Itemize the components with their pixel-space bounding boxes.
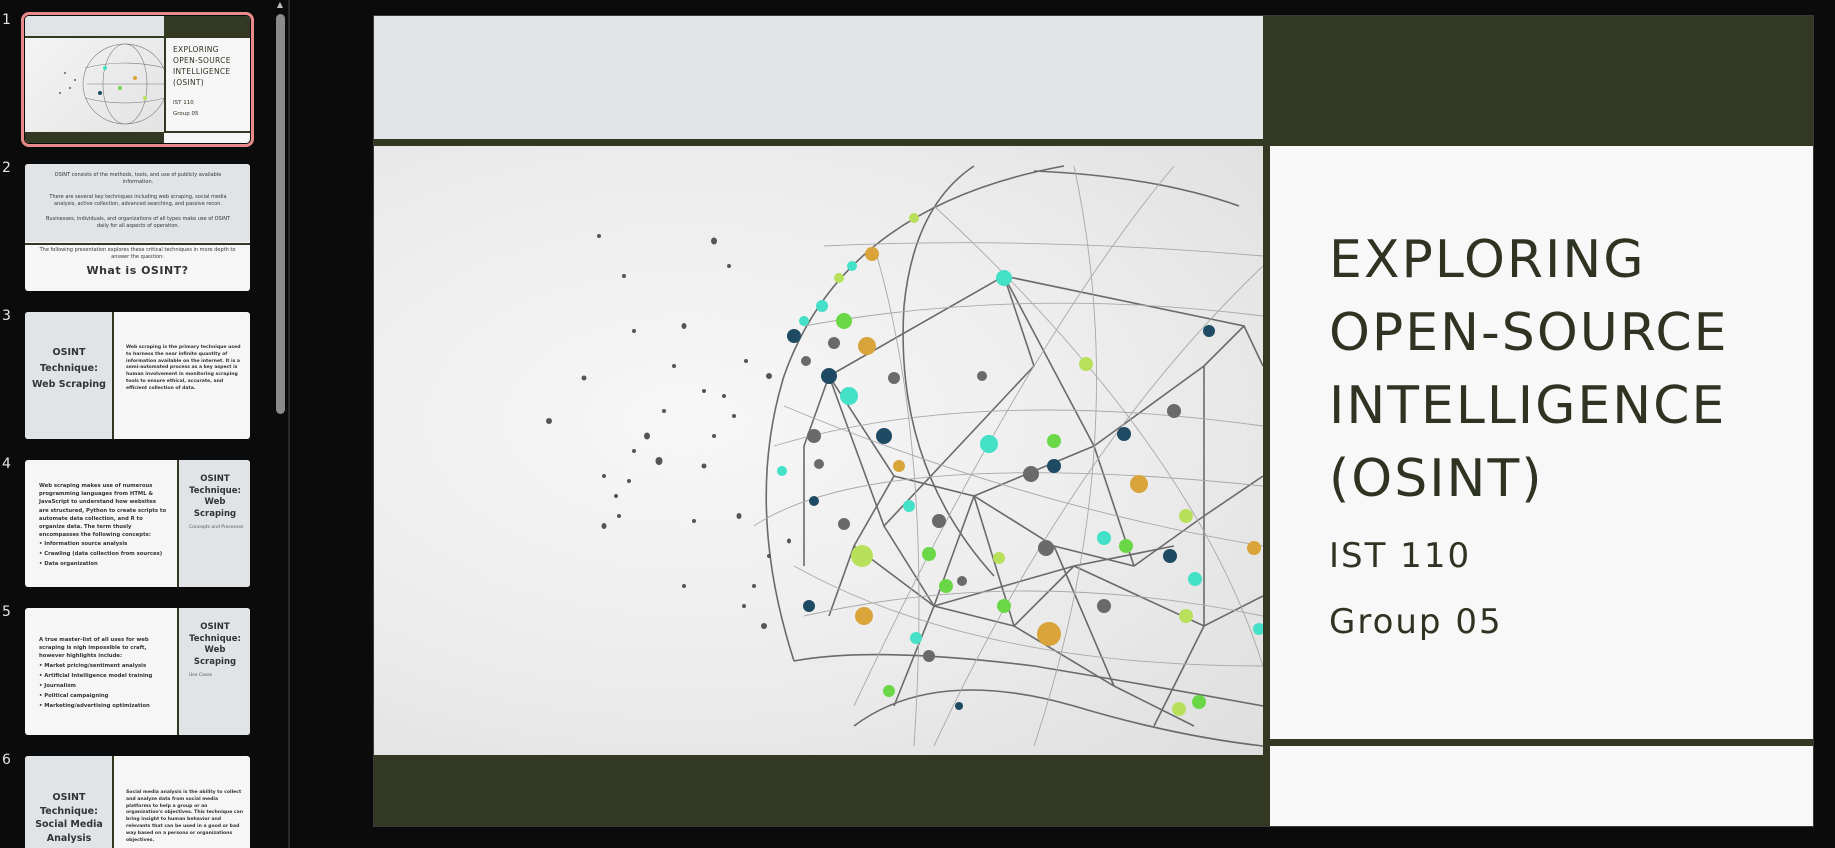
- thumbnail-number: 5: [2, 604, 11, 620]
- header-block-dark: [1263, 16, 1813, 146]
- thumbnail-title: What is OSINT?: [86, 264, 189, 277]
- globe-image: [25, 38, 168, 132]
- bullet-item: • Journalism: [39, 683, 76, 689]
- thumbnail-paragraph: There are several key techniques includi…: [49, 194, 227, 207]
- title-panel: [179, 608, 250, 735]
- thumbnail-title: OSINT Technique: Web Scraping: [189, 622, 241, 667]
- divider: [25, 36, 250, 38]
- title-panel: [25, 312, 112, 439]
- header-band-dark: [164, 16, 250, 36]
- scrollbar-thumb[interactable]: [276, 14, 285, 414]
- divider: [164, 36, 166, 132]
- thumbnail-title: OSINT Technique: Web Scraping: [32, 347, 106, 390]
- bullet-item: • Artificial Intelligence model training: [39, 673, 153, 679]
- thumbnail-title: OSINT Technique: Web Scraping: [189, 474, 241, 519]
- bullet-item: • Data organization: [39, 561, 98, 567]
- bullet-item: • Information source analysis: [39, 541, 128, 547]
- vertical-divider: [1263, 146, 1270, 755]
- network-globe-image[interactable]: [374, 146, 1263, 755]
- thumbnail-group: Group 05: [173, 111, 199, 117]
- divider: [164, 131, 250, 133]
- thumbnail-body: Social media analysis is the ability to …: [126, 790, 244, 843]
- thumbnail-body: A true master-list of all uses for web s…: [39, 637, 149, 660]
- bullet-item: • Political campaigning: [39, 693, 109, 699]
- slide-thumbnail-5[interactable]: A true master-list of all uses for web s…: [25, 608, 250, 735]
- thumbnail-number: 3: [2, 308, 11, 324]
- thumbnail-body: Web scraping makes use of numerous progr…: [39, 483, 167, 539]
- horizontal-divider: [1270, 739, 1813, 746]
- slide-thumbnail-6[interactable]: OSINT Technique: Social Media Analysis S…: [25, 756, 250, 848]
- header-band: [374, 16, 1263, 139]
- footer-band: [25, 132, 164, 143]
- divider: [112, 312, 114, 439]
- thumbnail-scrollbar[interactable]: ▲: [272, 0, 288, 848]
- slide-title[interactable]: EXPLORING OPEN-SOURCE INTELLIGENCE (OSIN…: [1329, 230, 1729, 509]
- horizontal-divider: [374, 139, 1263, 146]
- thumbnail-subtitle: Concepts and Processes: [189, 525, 244, 530]
- slide-thumbnail-1[interactable]: EXPLORING OPEN-SOURCE INTELLIGENCE (OSIN…: [21, 12, 254, 147]
- thumbnail-title: OSINT Technique: Social Media Analysis: [35, 792, 103, 844]
- globe-illustration: [546, 165, 1263, 747]
- thumbnail-number: 1: [2, 12, 11, 28]
- footer-band: [374, 755, 1270, 826]
- thumbnail-number: 4: [2, 456, 11, 472]
- title-panel: [25, 756, 112, 848]
- title-panel: [179, 460, 250, 587]
- thumbnail-paragraph: OSINT consists of the methods, tools, an…: [54, 172, 222, 185]
- header-band: [25, 16, 164, 36]
- slide-thumbnail-4[interactable]: Web scraping makes use of numerous progr…: [25, 460, 250, 587]
- thumbnail-title: EXPLORING OPEN-SOURCE INTELLIGENCE (OSIN…: [173, 45, 231, 87]
- divider: [177, 608, 179, 735]
- thumbnail-number: 6: [2, 752, 11, 768]
- divider: [25, 243, 250, 245]
- bullet-item: • Crawling (data collection from sources…: [39, 551, 163, 557]
- divider: [177, 460, 179, 587]
- slide-thumbnail-panel: 1: [0, 0, 272, 848]
- thumbnail-number: 2: [2, 160, 11, 176]
- text-band: [25, 164, 250, 242]
- thumbnail-bullets: • Market pricing/sentiment analysis • Ar…: [39, 661, 167, 711]
- thumbnail-subtitle: Use Cases: [189, 673, 213, 678]
- thumbnail-course: IST 110: [173, 100, 194, 106]
- slide-canvas[interactable]: EXPLORING OPEN-SOURCE INTELLIGENCE (OSIN…: [373, 15, 1814, 827]
- thumbnail-paragraph: The following presentation explores thes…: [39, 247, 236, 260]
- divider: [112, 756, 114, 848]
- bullet-item: • Market pricing/sentiment analysis: [39, 663, 147, 669]
- caret-up-icon[interactable]: ▲: [276, 0, 284, 9]
- thumbnail-paragraph: Businesses, individuals, and organizatio…: [46, 216, 230, 229]
- thumbnail-bullets: • Information source analysis • Crawling…: [39, 539, 167, 569]
- panel-divider[interactable]: [288, 0, 290, 848]
- slide-thumbnail-3[interactable]: OSINT Technique: Web Scraping Web scrapi…: [25, 312, 250, 439]
- bullet-item: • Marketing/advertising optimization: [39, 703, 150, 709]
- slide-subtitle-course[interactable]: IST 110: [1329, 536, 1472, 576]
- thumbnail-body: Web scraping is the primary technique us…: [126, 345, 241, 391]
- slide-subtitle-group[interactable]: Group 05: [1329, 602, 1503, 642]
- slide-thumbnail-2[interactable]: OSINT consists of the methods, tools, an…: [25, 164, 250, 291]
